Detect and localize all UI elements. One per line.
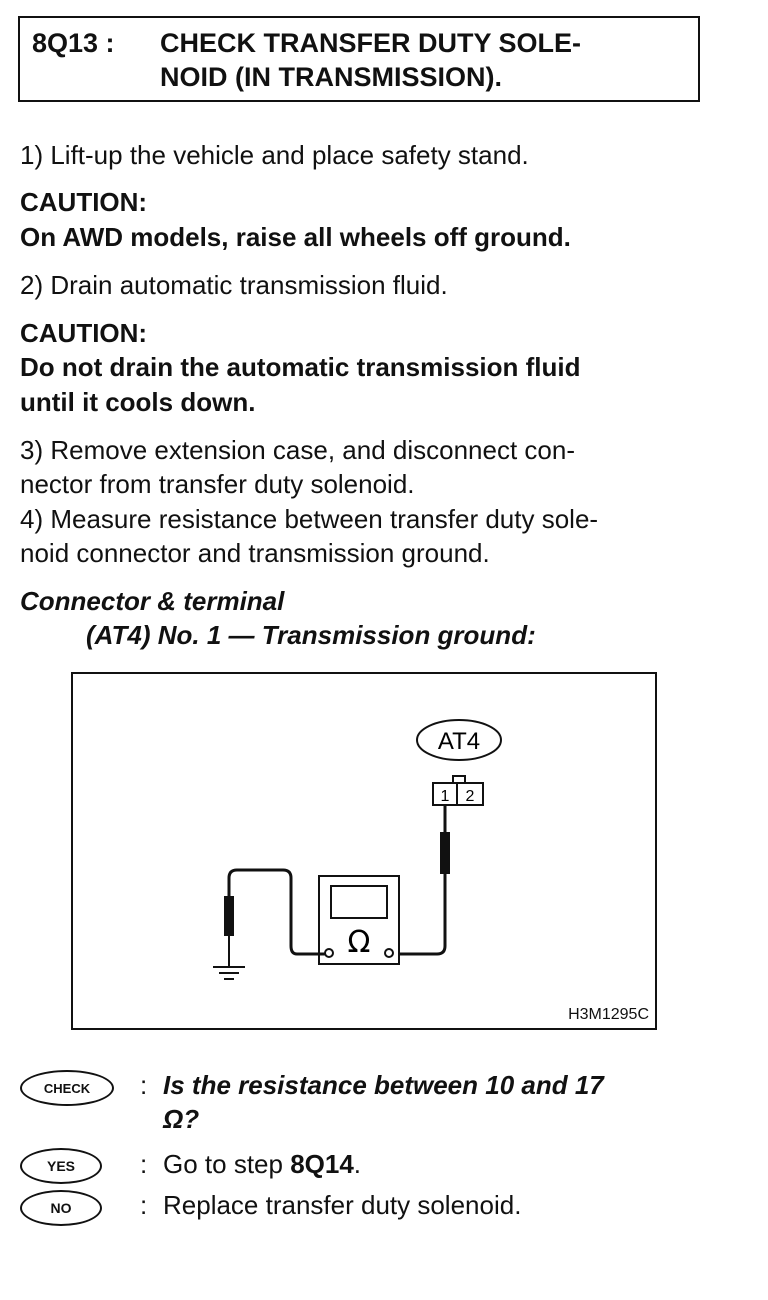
- right-probe-wire: [391, 874, 447, 956]
- no-response: Replace transfer duty solenoid.: [163, 1190, 522, 1220]
- connector-heading: Connector & terminal: [20, 586, 285, 616]
- left-probe-wire: [227, 868, 325, 956]
- yes-response-prefix: Go to step: [163, 1149, 291, 1179]
- step-1-text: 1) Lift-up the vehicle and place safety …: [20, 140, 529, 170]
- connector-latch: [452, 775, 466, 784]
- ohmmeter-display: [330, 885, 388, 919]
- circuit-diagram-svg: AT4 1 2 Ω: [213, 719, 502, 980]
- ohm-symbol: Ω: [348, 925, 371, 960]
- caution-2-text-line-1: Do not drain the automatic transmission …: [20, 352, 581, 382]
- ohmmeter-terminal-left: [324, 948, 334, 958]
- step-2-text: 2) Drain automatic transmission fluid.: [20, 270, 448, 300]
- connector-label: AT4: [438, 728, 480, 755]
- check-question-line-2: Ω?: [163, 1104, 200, 1134]
- no-colon: :: [140, 1190, 148, 1220]
- yes-target-step: 8Q14: [290, 1149, 354, 1179]
- caution-2-label: CAUTION:: [20, 318, 148, 348]
- check-question-line-1: Is the resistance between 10 and 17: [163, 1070, 604, 1100]
- circuit-diagram: AT4 1 2 Ω H3M1295C: [71, 672, 657, 1030]
- no-badge: NO: [20, 1190, 102, 1226]
- step-header: 8Q13 : CHECK TRANSFER DUTY SOLE- NOID (I…: [18, 16, 700, 102]
- ohmmeter-terminal-right: [384, 948, 394, 958]
- yes-response: Go to step 8Q14.: [163, 1147, 361, 1181]
- step-3-text-line-1: 3) Remove extension case, and disconnect…: [20, 435, 575, 465]
- caution-1-text: On AWD models, raise all wheels off grou…: [20, 222, 571, 252]
- step-title-line-1: CHECK TRANSFER DUTY SOLE-: [160, 28, 582, 58]
- figure-code: H3M1295C: [568, 1006, 649, 1023]
- right-probe-handle: [440, 832, 450, 874]
- connector-pin-2: 2: [466, 788, 475, 805]
- yes-badge: YES: [20, 1148, 102, 1184]
- check-colon: :: [140, 1070, 148, 1100]
- caution-1-label: CAUTION:: [20, 187, 148, 217]
- connector-pin-1: 1: [441, 788, 450, 805]
- step-number: 8Q13 :: [32, 28, 115, 58]
- connector-label-oval: [416, 719, 502, 761]
- yes-colon: :: [140, 1149, 148, 1179]
- step-3-text-line-2: nector from transfer duty solenoid.: [20, 469, 415, 499]
- left-probe-handle: [224, 896, 234, 936]
- step-title-line-2: NOID (IN TRANSMISSION).: [160, 62, 502, 92]
- step-title: CHECK TRANSFER DUTY SOLE- NOID (IN TRANS…: [160, 26, 581, 94]
- check-badge: CHECK: [20, 1070, 114, 1106]
- step-4-text-line-2: noid connector and transmission ground.: [20, 538, 490, 568]
- step-4-text-line-1: 4) Measure resistance between transfer d…: [20, 504, 599, 534]
- caution-2-text-line-2: until it cools down.: [20, 387, 256, 417]
- yes-response-suffix: .: [353, 1149, 362, 1179]
- connector-detail: (AT4) No. 1 — Transmission ground:: [86, 620, 536, 650]
- ground-icon: [213, 966, 245, 980]
